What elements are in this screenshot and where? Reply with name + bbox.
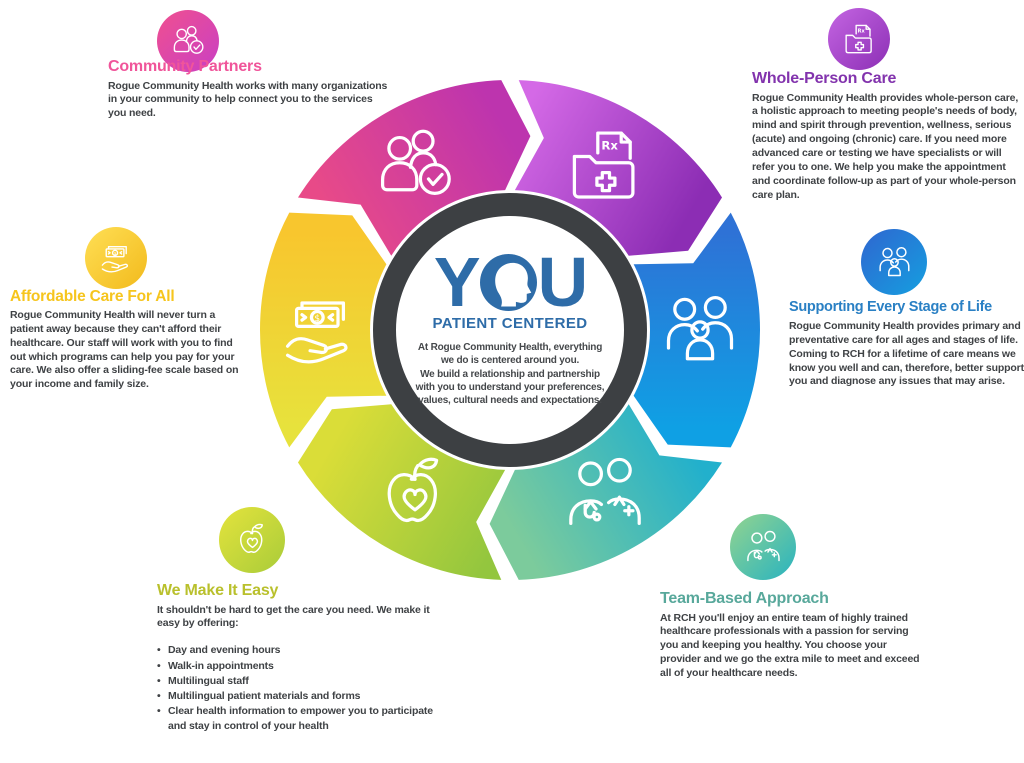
easy-bullet: Multilingual staff <box>157 674 442 689</box>
easy-bullet: Clear health information to empower you … <box>157 704 442 734</box>
team-based-approach-title: Team-Based Approach <box>660 590 829 607</box>
we-make-it-easy-badge <box>219 507 285 573</box>
wheel-segment-easy <box>297 404 506 580</box>
easy-bullet: Day and evening hours <box>157 643 442 658</box>
rx-folder-icon <box>840 20 878 58</box>
team-based-approach-body: At RCH you'll enjoy an entire team of hi… <box>660 611 920 680</box>
whole-person-care-body: Rogue Community Health provides whole-pe… <box>752 91 1019 201</box>
whole-person-care-badge <box>828 8 890 70</box>
supporting-every-stage-body: Rogue Community Health provides primary … <box>789 319 1024 388</box>
family-icon <box>874 242 915 283</box>
you-wordmark: Y U <box>433 242 589 321</box>
affordable-care-body: Rogue Community Health will never turn a… <box>10 309 239 391</box>
affordable-care-badge <box>85 227 147 289</box>
care-wheel <box>259 80 761 580</box>
section-whole-person-care: Whole-Person Care Rogue Community Health… <box>752 70 1024 202</box>
patient-centered-description: At Rogue Community Health, everything we… <box>415 342 605 407</box>
every-stage-of-life-badge <box>861 229 927 295</box>
you-letter-y: Y <box>433 242 481 321</box>
wheel-segment-whole <box>514 80 723 256</box>
patient-centered-circle: Y U PATIENT CENTERED At Rogue Community … <box>373 193 647 467</box>
wheel-segment-team <box>489 404 723 580</box>
you-letter-u: U <box>537 242 589 321</box>
section-we-make-it-easy: We Make It Easy It shouldn't be hard to … <box>157 582 442 735</box>
we-make-it-easy-list: Day and evening hours Walk-in appointmen… <box>157 643 442 734</box>
money-hand-icon <box>97 239 135 277</box>
wheel-segment-affordable <box>259 212 387 448</box>
easy-bullet: Walk-in appointments <box>157 659 442 674</box>
we-make-it-easy-title: We Make It Easy <box>157 582 279 599</box>
community-partners-title: Community Partners <box>108 58 262 75</box>
we-make-it-easy-intro: It shouldn't be hard to get the care you… <box>157 603 430 630</box>
section-affordable-care: Affordable Care For All Rogue Community … <box>10 288 248 392</box>
patient-centered-label: PATIENT CENTERED <box>432 315 588 333</box>
section-team-based-approach: Team-Based Approach At RCH you'll enjoy … <box>660 590 928 681</box>
apple-heart-icon <box>232 520 273 561</box>
section-supporting-every-stage: Supporting Every Stage of Life Rogue Com… <box>789 299 1024 389</box>
affordable-care-title: Affordable Care For All <box>10 288 175 305</box>
section-community-partners: Community Partners Rogue Community Healt… <box>108 58 390 121</box>
easy-bullet: Multilingual patient materials and forms <box>157 689 442 704</box>
doctors-icon <box>743 527 784 568</box>
people-check-icon <box>169 22 207 60</box>
team-based-approach-badge <box>730 514 796 580</box>
whole-person-care-title: Whole-Person Care <box>752 70 897 87</box>
head-profile-icon <box>479 254 537 312</box>
supporting-every-stage-title: Supporting Every Stage of Life <box>789 299 992 315</box>
community-partners-badge <box>157 10 219 72</box>
community-partners-body: Rogue Community Health works with many o… <box>108 79 388 120</box>
